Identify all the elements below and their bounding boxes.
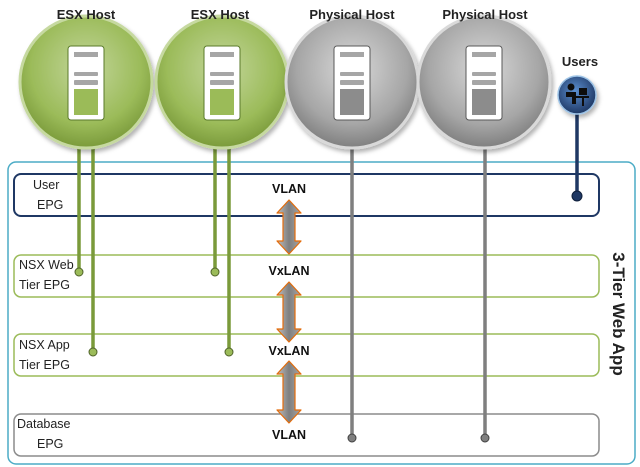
esx-host-1	[18, 14, 154, 150]
connection-endpoints	[74, 190, 583, 443]
physical1-db-endpoint	[347, 433, 357, 443]
app-container	[7, 161, 636, 465]
user-epg-band	[13, 173, 600, 217]
physical-host-2	[416, 14, 552, 150]
link-label-vlan-db: VLAN	[271, 428, 307, 442]
physical2-db-endpoint	[480, 433, 490, 443]
host-label-physical-2: Physical Host	[442, 7, 528, 22]
app-tier-epg-line1: NSX App	[19, 338, 70, 352]
web-tier-epg-line1: NSX Web	[19, 258, 74, 272]
users-endpoint	[571, 190, 583, 202]
arrow-user-web	[276, 199, 302, 255]
server-icon	[203, 45, 241, 121]
esx2-web-endpoint	[210, 267, 220, 277]
tier-arrows	[276, 199, 302, 424]
web-tier-epg-band	[13, 254, 600, 298]
link-label-vxlan-web: VxLAN	[268, 264, 310, 278]
host-label-esx-2: ESX Host	[190, 7, 250, 22]
physical-host-1	[284, 14, 420, 150]
database-epg-band	[13, 413, 600, 457]
link-label-vlan-user: VLAN	[271, 182, 307, 196]
app-title: 3-Tier Web App	[609, 252, 628, 376]
esx-host-2	[154, 14, 290, 150]
user-epg-line1: User	[33, 178, 60, 192]
database-epg-line2: EPG	[37, 437, 64, 451]
server-icon	[67, 45, 105, 121]
users-label: Users	[561, 54, 599, 69]
app-tier-epg-line2: Tier EPG	[19, 358, 70, 372]
host-label-physical-1: Physical Host	[309, 7, 395, 22]
host-label-esx-1: ESX Host	[56, 7, 116, 22]
arrow-web-app	[276, 281, 302, 343]
user-epg-label: User EPG	[33, 175, 63, 215]
esx2-app-endpoint	[224, 347, 234, 357]
database-epg-line1: Database	[17, 417, 71, 431]
link-label-vxlan-app: VxLAN	[268, 344, 310, 358]
server-icon	[333, 45, 371, 121]
app-tier-epg-label: NSX App Tier EPG	[19, 335, 70, 375]
web-tier-epg-line2: Tier EPG	[19, 278, 70, 292]
app-tier-epg-band	[13, 333, 600, 377]
database-epg-label: Database EPG	[17, 414, 71, 454]
web-tier-epg-label: NSX Web Tier EPG	[19, 255, 74, 295]
arrow-app-db	[276, 360, 302, 424]
user-epg-line2: EPG	[37, 198, 64, 212]
esx1-web-endpoint	[74, 267, 84, 277]
esx1-app-endpoint	[88, 347, 98, 357]
user-computer-icon	[557, 75, 597, 115]
server-icon	[465, 45, 503, 121]
